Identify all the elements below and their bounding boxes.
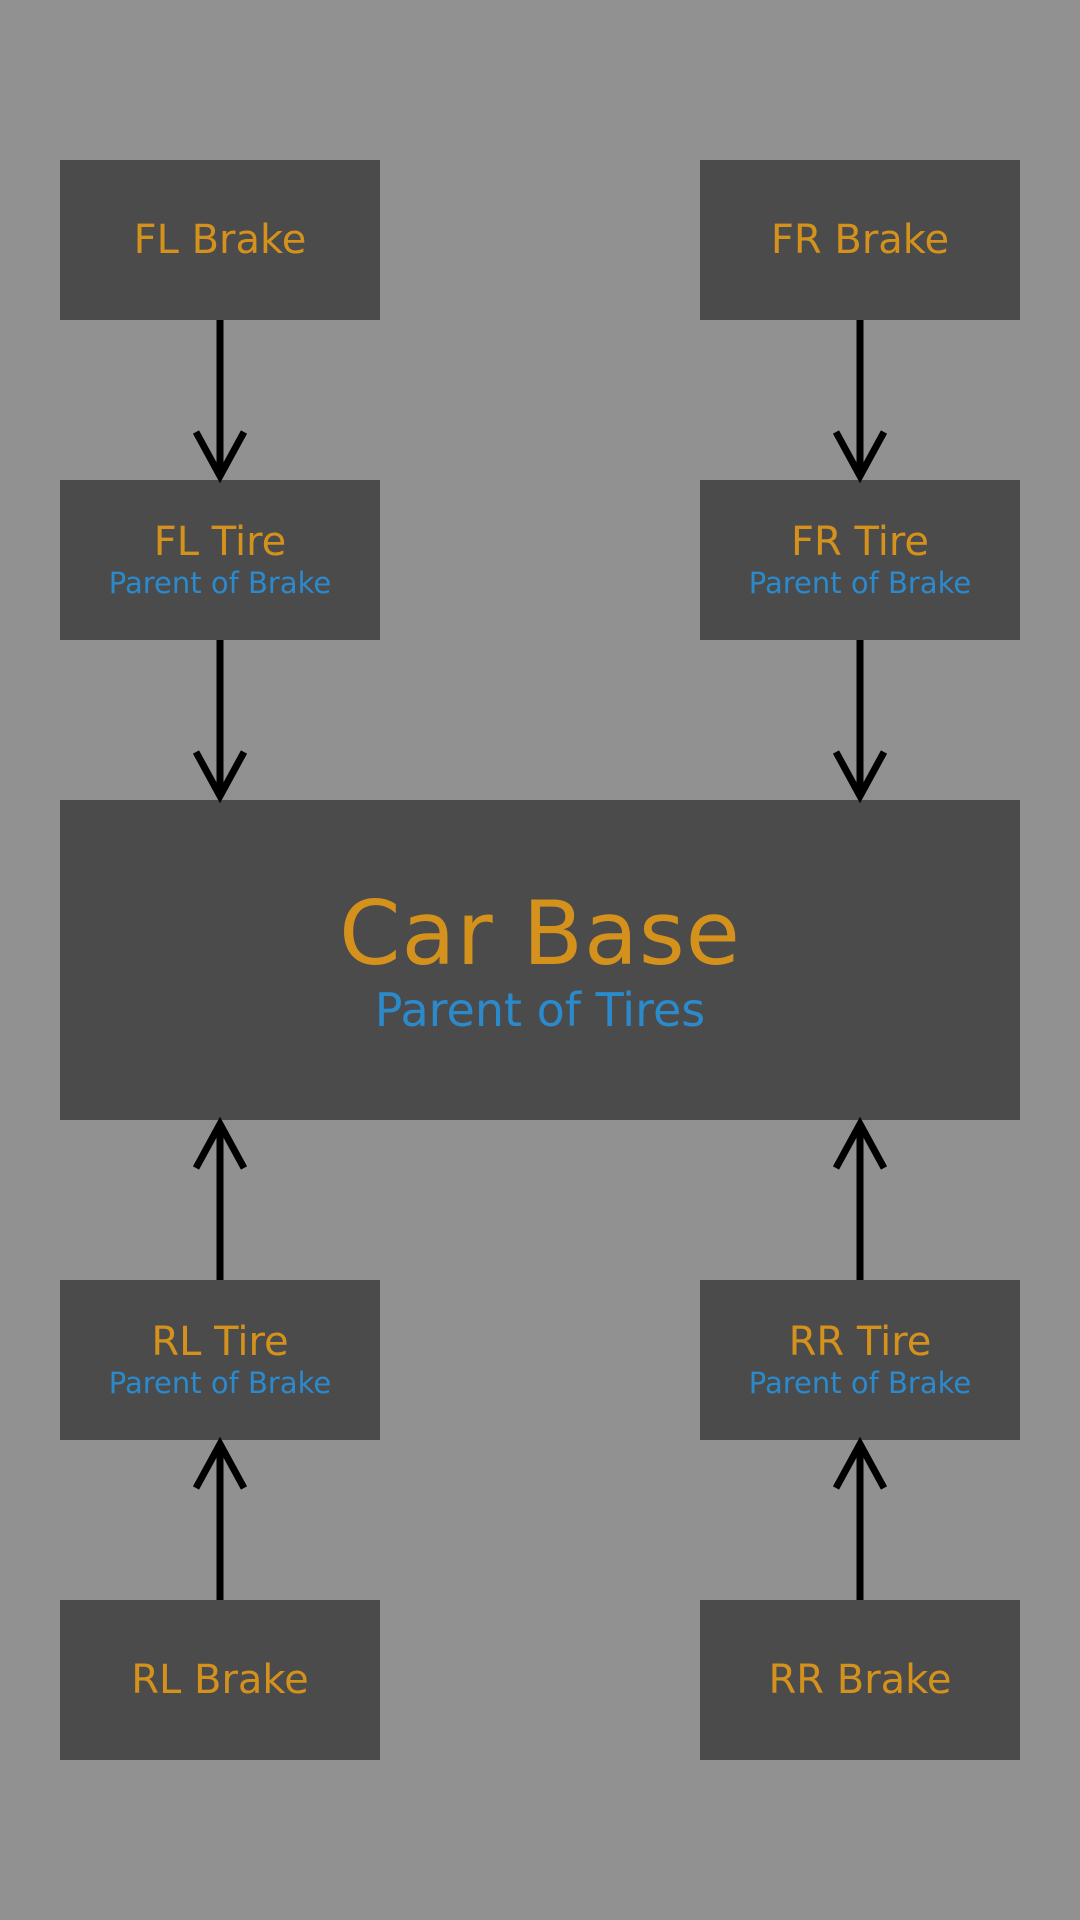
node-subtitle: Parent of Brake bbox=[748, 1366, 972, 1401]
node-fl-brake: FL Brake bbox=[60, 160, 380, 320]
node-title: FR Brake bbox=[770, 217, 950, 263]
arrow-rr-tire-to-car-base bbox=[832, 1116, 888, 1280]
arrow-fl-tire-to-car-base bbox=[192, 640, 248, 804]
node-subtitle: Parent of Tires bbox=[374, 983, 706, 1038]
arrow-fr-brake-to-fr-tire bbox=[832, 320, 888, 484]
node-rl-tire: RL Tire Parent of Brake bbox=[60, 1280, 380, 1440]
arrow-rr-brake-to-rr-tire bbox=[832, 1436, 888, 1600]
node-fr-tire: FR Tire Parent of Brake bbox=[700, 480, 1020, 640]
node-subtitle: Parent of Brake bbox=[108, 566, 332, 601]
node-title: RR Brake bbox=[768, 1657, 952, 1703]
node-subtitle: Parent of Brake bbox=[748, 566, 972, 601]
arrow-rl-brake-to-rl-tire bbox=[192, 1436, 248, 1600]
node-rl-brake: RL Brake bbox=[60, 1600, 380, 1760]
node-subtitle: Parent of Brake bbox=[108, 1366, 332, 1401]
arrow-fr-tire-to-car-base bbox=[832, 640, 888, 804]
node-car-base: Car Base Parent of Tires bbox=[60, 800, 1020, 1120]
node-title: Car Base bbox=[339, 881, 741, 985]
arrow-rl-tire-to-car-base bbox=[192, 1116, 248, 1280]
node-title: FL Tire bbox=[153, 519, 287, 566]
node-title: RL Brake bbox=[131, 1657, 309, 1703]
node-fl-tire: FL Tire Parent of Brake bbox=[60, 480, 380, 640]
node-rr-tire: RR Tire Parent of Brake bbox=[700, 1280, 1020, 1440]
node-title: FL Brake bbox=[133, 217, 307, 263]
node-title: RL Tire bbox=[151, 1319, 289, 1366]
node-rr-brake: RR Brake bbox=[700, 1600, 1020, 1760]
arrow-fl-brake-to-fl-tire bbox=[192, 320, 248, 484]
node-fr-brake: FR Brake bbox=[700, 160, 1020, 320]
node-title: FR Tire bbox=[790, 519, 929, 566]
node-title: RR Tire bbox=[788, 1319, 932, 1366]
